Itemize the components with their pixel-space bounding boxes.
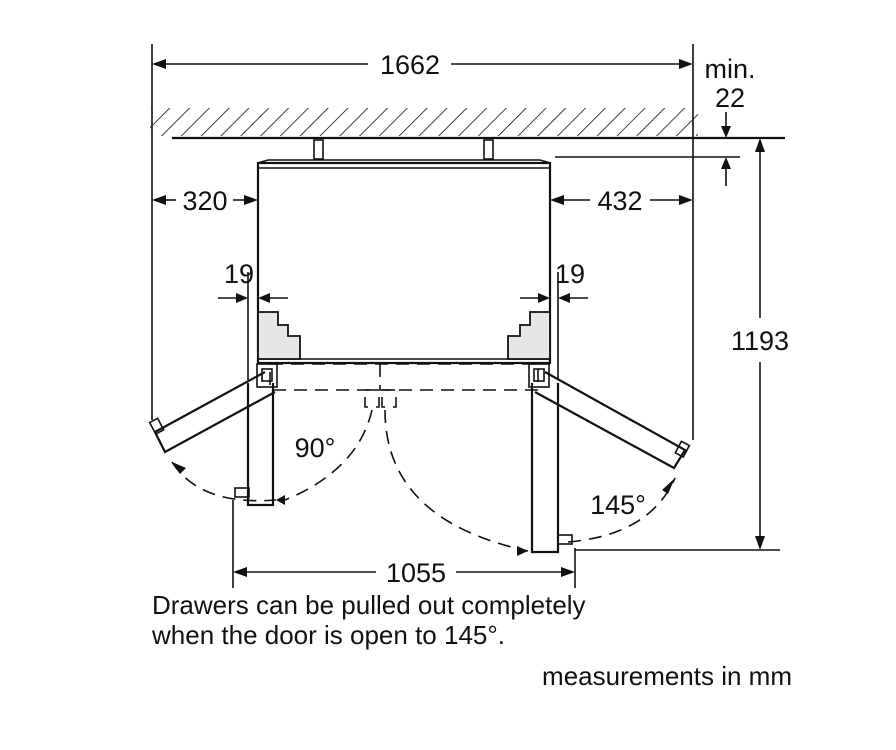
- min-gap-label: 22: [715, 83, 745, 113]
- left-door-angle-label: 90°: [295, 433, 336, 463]
- left-bracket: [257, 311, 301, 360]
- right-door-open-max: [534, 371, 691, 470]
- drawer-note-line-1: Drawers can be pulled out completely: [152, 590, 586, 620]
- wall-spacer-right: [483, 139, 494, 160]
- total-depth-label: 1193: [731, 326, 789, 356]
- right-arc-arrowhead: [662, 478, 675, 494]
- right-hinge-offset-label: 19: [555, 259, 585, 289]
- extension-lines: [151, 44, 780, 588]
- right-clearance-label: 432: [597, 186, 642, 216]
- right-door-145: [530, 383, 573, 554]
- closed-doors-outline: [269, 363, 539, 408]
- min-label: min.: [704, 54, 755, 84]
- right-arc-end-arrowhead: [517, 546, 528, 556]
- left-door-90: [234, 383, 275, 507]
- right-hinge: [528, 363, 550, 388]
- right-center-arc: [384, 409, 529, 552]
- left-swing-arc: [171, 461, 277, 502]
- left-arc-end-arrowhead: [276, 495, 285, 505]
- wall: [150, 108, 785, 140]
- left-clearance-label: 320: [182, 186, 227, 216]
- units-note: measurements in mm: [542, 661, 792, 691]
- overall-width-label: 1662: [380, 50, 440, 80]
- door-span-label: 1055: [386, 558, 446, 588]
- left-center-arc: [284, 409, 373, 501]
- drawer-note-line-2: when the door is open to 145°.: [151, 620, 505, 650]
- right-bracket: [507, 311, 551, 360]
- fridge-cabinet: [256, 159, 552, 365]
- left-door-open-max: [148, 371, 276, 454]
- right-door-angle-label: 145°: [590, 490, 646, 520]
- left-hinge-offset-label: 19: [224, 259, 254, 289]
- wall-spacer-left: [313, 139, 324, 160]
- left-arc-arrowhead: [172, 462, 186, 474]
- dimension-lines: [152, 59, 765, 577]
